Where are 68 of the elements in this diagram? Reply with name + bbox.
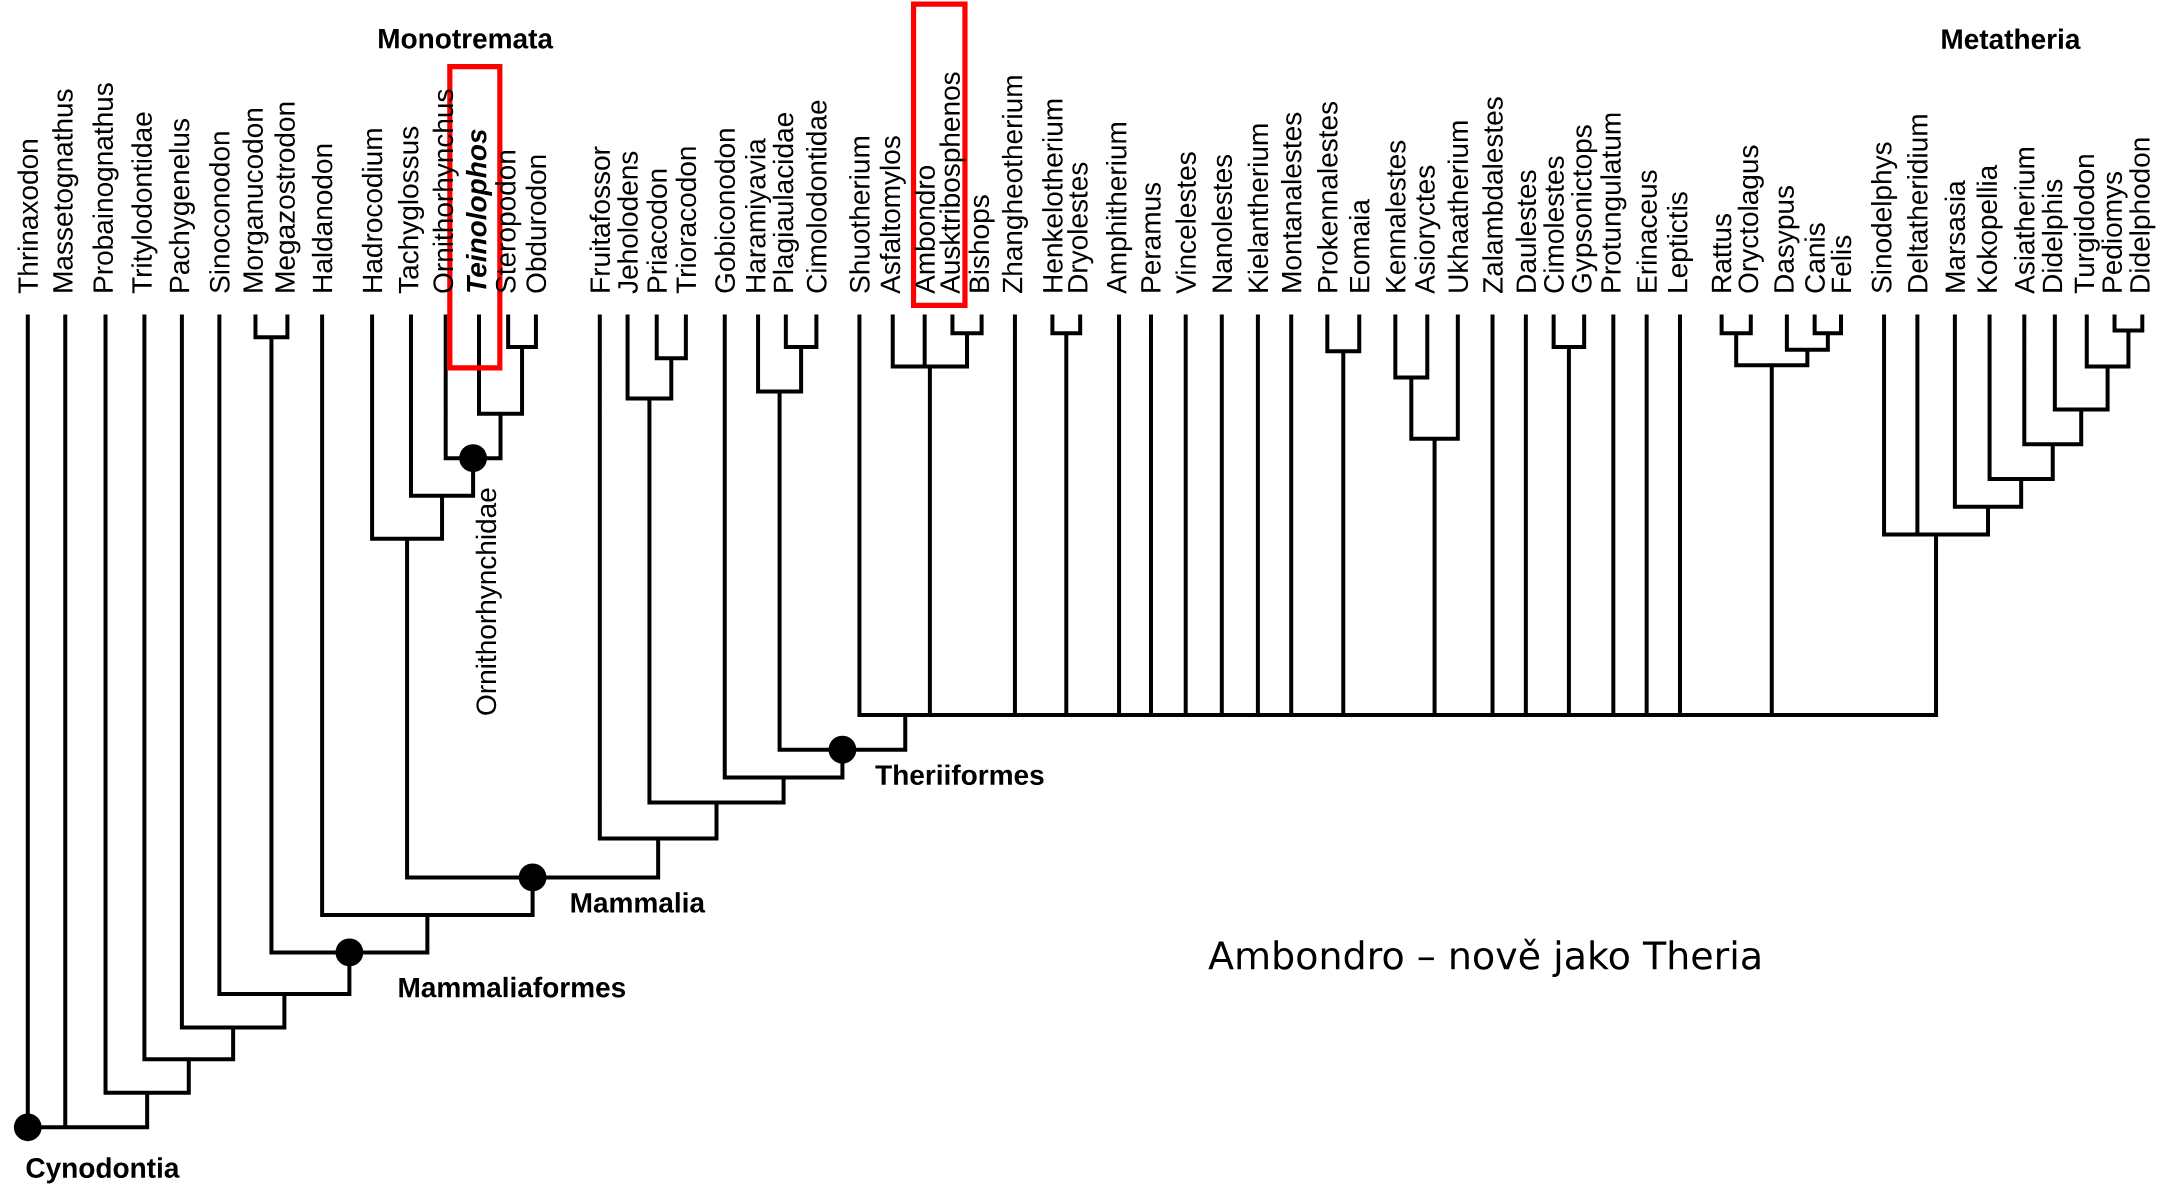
taxon-name: Didelphodon bbox=[2129, 138, 2156, 292]
taxon-name: Massetognathus bbox=[52, 89, 79, 292]
clade-name: Mammalia bbox=[571, 891, 706, 913]
taxon-name: Protungulatum bbox=[1600, 113, 1627, 292]
taxon-name: Ukhaatherium bbox=[1447, 121, 1469, 292]
taxon-name: Kennalestes bbox=[1385, 140, 1406, 292]
taxon-name: Thrinaxodon bbox=[17, 139, 39, 294]
taxon-name: Ausktribosphenos bbox=[939, 72, 966, 294]
clade-heading: Metatheria bbox=[1942, 28, 2081, 49]
taxon-name: Dryolestes bbox=[1067, 162, 1094, 292]
clade-name: Mammaliaformes bbox=[399, 976, 626, 998]
taxon-name: Daulestes bbox=[1515, 170, 1537, 292]
taxon-name: Prokennalestes bbox=[1317, 101, 1338, 292]
taxon-name: Megazostrodon bbox=[274, 102, 301, 292]
taxon-name: Morganucodon bbox=[242, 108, 269, 292]
taxon-name: Canis bbox=[1804, 223, 1825, 293]
taxon-name: Felis bbox=[1830, 235, 1852, 292]
taxon-name: Cimolestes bbox=[1543, 156, 1564, 293]
taxon-name: Sinodelphys bbox=[1871, 142, 1898, 293]
taxon-name: Jeholodens bbox=[617, 151, 638, 294]
taxon-name: Marsasia bbox=[1944, 180, 1966, 292]
taxon-name: Shuotherium bbox=[849, 136, 870, 293]
taxon-name: Trioracodon bbox=[675, 147, 697, 294]
taxon-name: Hadrocodium bbox=[361, 129, 383, 292]
clade-name: Theriiformes bbox=[875, 764, 1044, 785]
taxon-name: Deltatheridium bbox=[1907, 115, 1928, 292]
taxon-name: Henkelotherium bbox=[1042, 99, 1063, 292]
taxon-name: Ambondro bbox=[914, 165, 935, 294]
taxon-name: Priacodon bbox=[646, 169, 667, 292]
taxon-name: Montanalestes bbox=[1280, 112, 1302, 292]
taxon-name: Asiatherium bbox=[2014, 147, 2035, 294]
taxon-name: Dasypus bbox=[1774, 185, 1800, 292]
taxon-name: Probainognathus bbox=[92, 83, 119, 292]
taxon-name: Kielantherium bbox=[1247, 124, 1269, 292]
taxon-name: Zalambdalestes bbox=[1482, 97, 1503, 293]
taxon-name: Turgidodon bbox=[2073, 154, 2100, 294]
taxon-name: Gobiconodon bbox=[714, 129, 736, 293]
taxon-name: Rattus bbox=[1711, 213, 1732, 292]
note: Ambondro – nově jako Theria bbox=[1208, 938, 1760, 977]
taxon-name: Pachygenelus bbox=[168, 118, 195, 292]
taxon-name: Haldanodon bbox=[311, 144, 333, 292]
taxon-name: Plagiaulacidae bbox=[772, 112, 799, 292]
taxon-name: Kokopellia bbox=[1976, 164, 2003, 292]
clade-name: Ornithorhynchidae bbox=[475, 488, 502, 715]
taxon-name: Eomaia bbox=[1348, 198, 1370, 292]
highlight-box bbox=[910, 1, 968, 308]
taxon-name: Pediomys bbox=[2101, 171, 2128, 292]
taxon-name: Peramus bbox=[1141, 182, 1161, 292]
taxon-name: Teinolophos bbox=[465, 129, 493, 292]
taxon-name: Oryctolagus bbox=[1737, 145, 1764, 293]
taxon-name: Fruitafossor bbox=[589, 146, 611, 292]
taxon-name: Nanolestes bbox=[1211, 154, 1233, 292]
taxon-name: Zhangheotherium bbox=[1001, 76, 1028, 293]
taxon-name: Gypsonictops bbox=[1571, 125, 1598, 293]
taxon-name: Didelphis bbox=[2041, 179, 2068, 292]
taxon-name: Tritylodontidae bbox=[131, 112, 158, 294]
taxon-name: Ornithorhynchus bbox=[432, 89, 459, 293]
taxon-name: Cimolodontidae bbox=[806, 100, 827, 293]
taxon-name: Sinoconodon bbox=[209, 132, 230, 293]
taxon-name: Vincelestes bbox=[1175, 152, 1196, 294]
clade-name: Cynodontia bbox=[26, 1157, 180, 1184]
taxon-name: Leptictis bbox=[1666, 192, 1693, 292]
taxon-name: Asioryctes bbox=[1414, 165, 1441, 294]
taxon-name: Steropodon bbox=[495, 150, 522, 293]
taxon-name: Erinaceus bbox=[1636, 170, 1657, 292]
taxon-name: Tachyglossus bbox=[397, 126, 424, 294]
taxon-name: Haramiyavia bbox=[745, 138, 772, 292]
taxon-name: Amphitherium bbox=[1106, 122, 1133, 294]
